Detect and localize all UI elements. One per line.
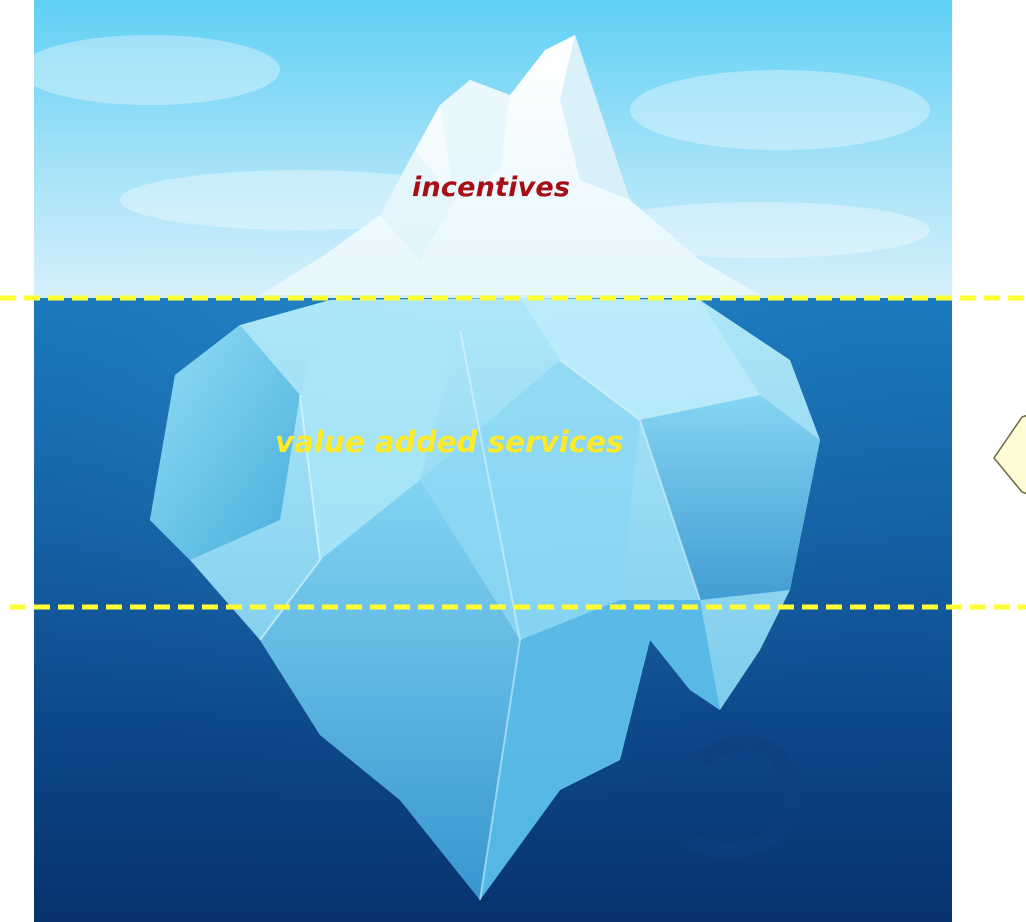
deep-water-swirl: [685, 735, 800, 858]
callout-shape: [993, 414, 1026, 495]
iceberg-body: [150, 298, 820, 901]
label-value-added-services: value added services: [275, 425, 624, 459]
label-incentives: incentives: [412, 172, 571, 203]
iceberg-tip: [260, 35, 760, 295]
